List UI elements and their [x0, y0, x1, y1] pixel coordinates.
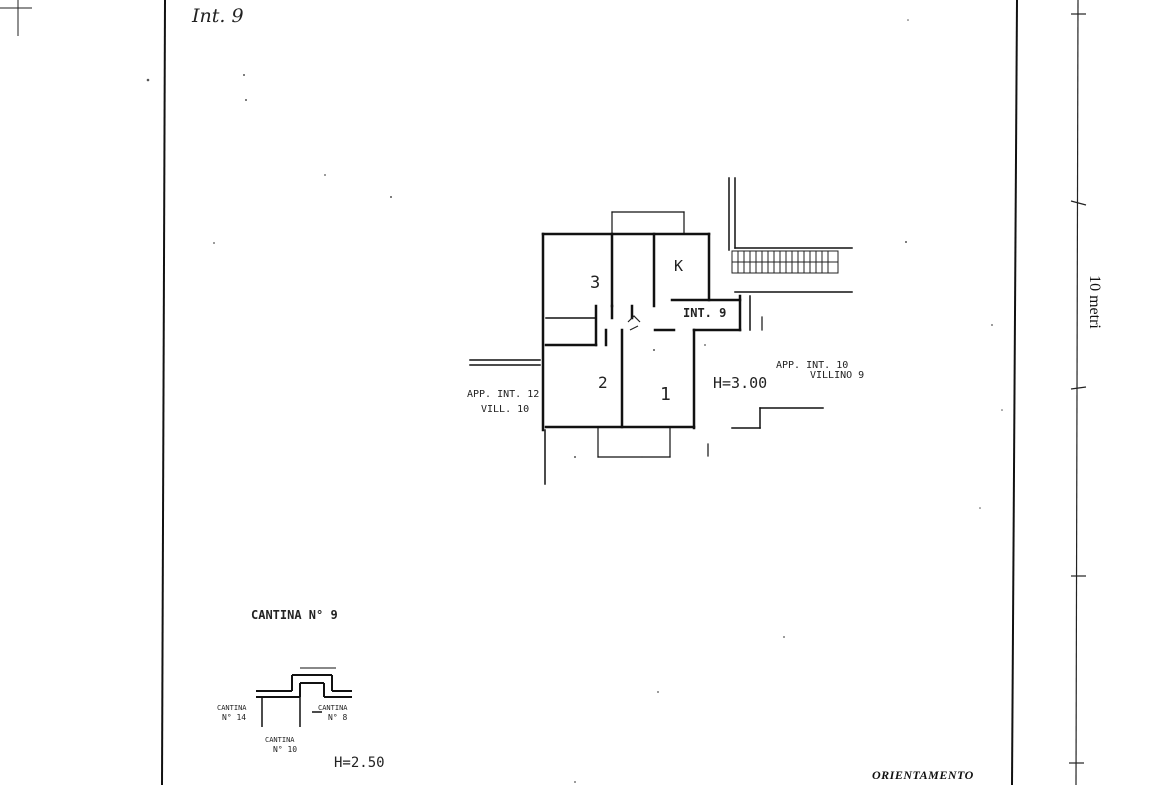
cellar-walls [256, 667, 352, 727]
orientation-label: ORIENTAMENTO [872, 768, 974, 782]
cellar-neighbor-8-line1: CANTINA [318, 704, 348, 712]
floor-label: Int. 9 [191, 5, 244, 27]
neighbor-right-line2: VILLINO 9 [810, 370, 864, 381]
cellar-neighbor-10-line1: CANTINA [265, 736, 295, 744]
neighbor-left-line1: APP. INT. 12 [467, 389, 539, 400]
cellar-neighbor-14-line2: N° 14 [222, 713, 246, 722]
cellar-neighbor-8-line2: N° 8 [328, 713, 347, 722]
room-label-3: 3 [590, 273, 600, 293]
cellar-height: H=2.50 [334, 755, 385, 771]
cellar-neighbor-10-line2: N° 10 [273, 745, 297, 754]
sheet-frame [161, 0, 1018, 785]
registration-mark [0, 0, 32, 36]
scale-bar [1069, 0, 1087, 785]
room-label-2: 2 [598, 373, 608, 392]
stair-hatch [731, 250, 839, 274]
apartment-walls [469, 177, 853, 485]
scan-specks [146, 19, 1003, 783]
apartment-height: H=3.00 [713, 374, 767, 392]
neighbor-left-line2: VILL. 10 [481, 404, 529, 415]
cellar-title: CANTINA N° 9 [251, 608, 338, 622]
cellar-neighbor-14-line1: CANTINA [217, 704, 247, 712]
door-swings [627, 315, 641, 331]
scale-label: 10 metri [1086, 275, 1103, 329]
room-label-1: 1 [660, 384, 671, 405]
room-label-k: K [674, 257, 683, 275]
unit-label: INT. 9 [683, 306, 726, 320]
neighbor-right-line1: APP. INT. 10 [776, 360, 848, 371]
